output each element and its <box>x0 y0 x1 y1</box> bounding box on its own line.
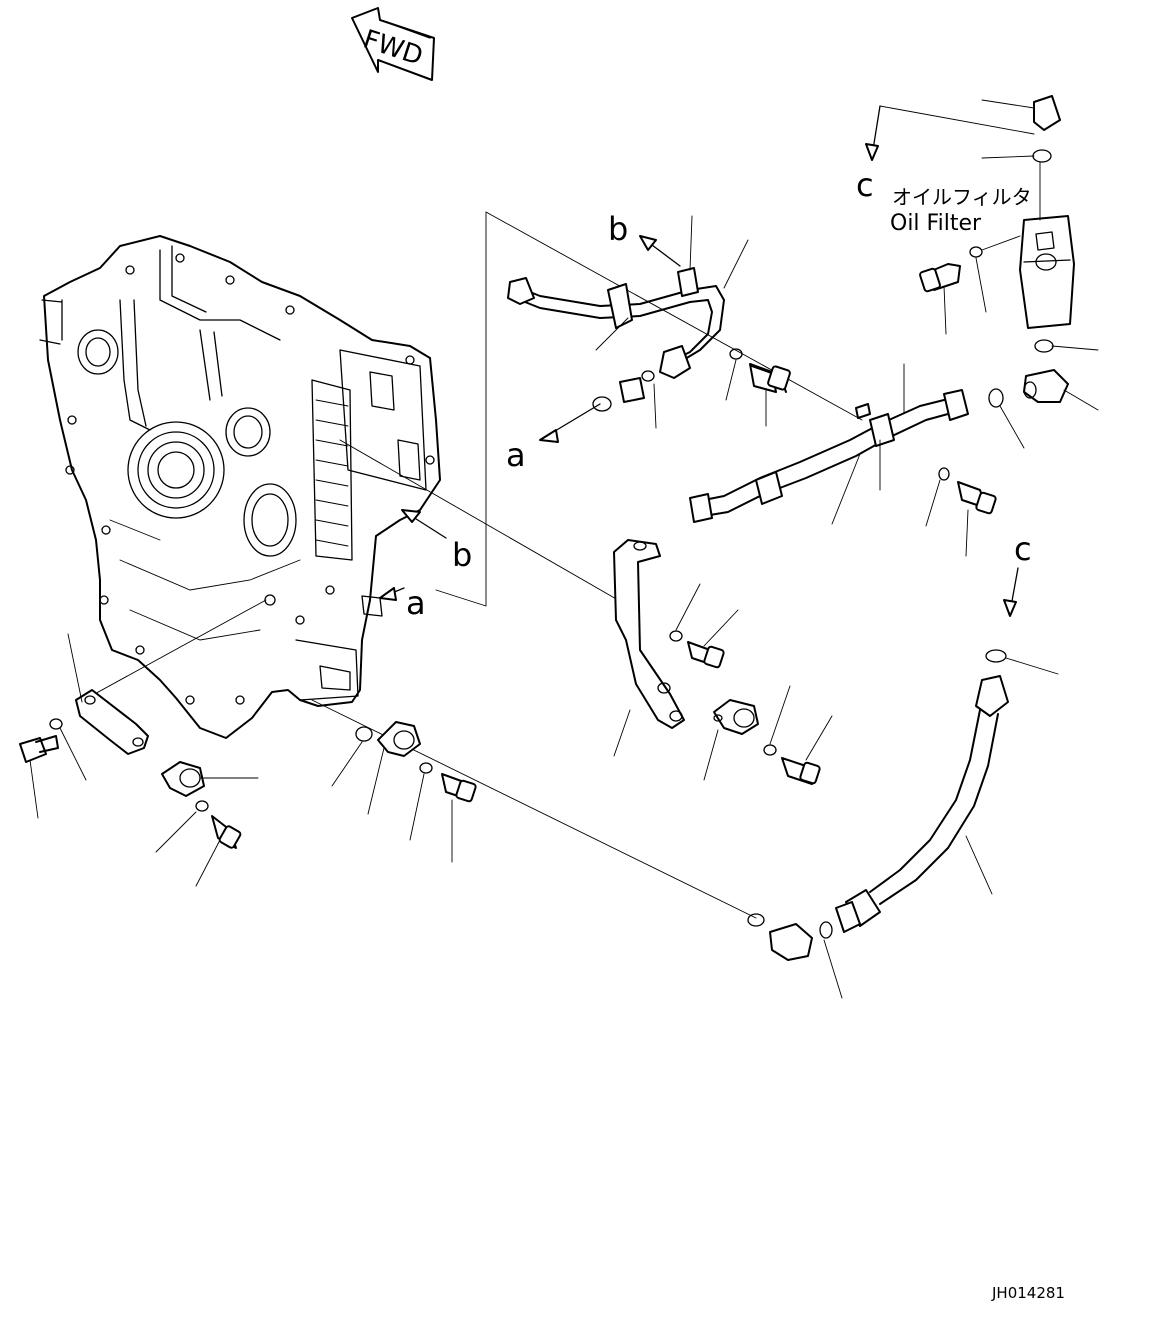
lower-long-hose: c <box>747 530 1059 999</box>
callout-b-right: b <box>401 509 472 574</box>
svg-text:a: a <box>406 584 426 622</box>
svg-text:b: b <box>452 536 472 574</box>
svg-text:a: a <box>506 436 526 474</box>
upper-hose-assembly: a b <box>506 210 791 474</box>
svg-text:c: c <box>1014 530 1032 568</box>
svg-text:b: b <box>608 210 628 248</box>
left-bracket-fasteners <box>19 633 259 887</box>
callout-a-right: a <box>379 584 426 622</box>
transmission-housing <box>39 235 441 739</box>
oil-filter-assembly: オイルフィルタ Oil Filter c <box>856 95 1099 411</box>
lower-middle-fasteners <box>331 721 477 863</box>
fwd-direction-arrow: FWD <box>351 7 435 81</box>
oil-filter-label-en: Oil Filter <box>890 211 982 236</box>
drawing-number: JH014281 <box>991 1284 1065 1302</box>
oil-filter-label-jp: オイルフィルタ <box>892 185 1032 209</box>
center-bracket <box>613 539 833 785</box>
svg-text:c: c <box>856 166 874 204</box>
middle-hose-assembly <box>689 363 1025 557</box>
